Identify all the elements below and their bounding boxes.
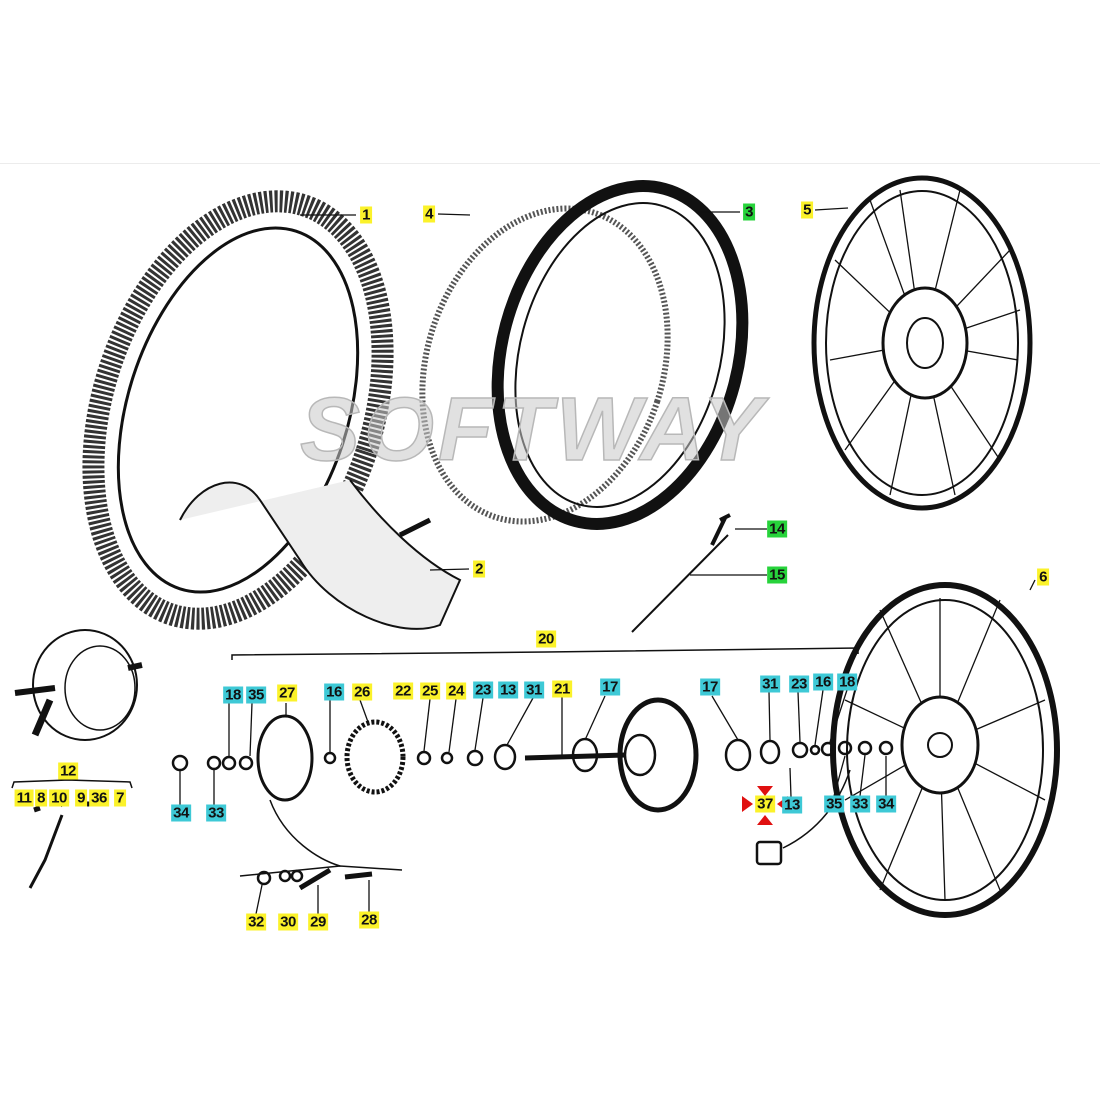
bracket-20	[231, 647, 859, 660]
part-label: 17	[700, 678, 720, 696]
part-label: 16	[813, 673, 833, 691]
bracket-12	[11, 779, 133, 789]
spoke-drawing	[631, 534, 729, 633]
part-label: 31	[524, 681, 544, 699]
part-label: 25	[420, 682, 440, 700]
leader-lines	[179, 207, 1036, 915]
part-label: 17	[600, 678, 620, 696]
part-label: 5	[801, 201, 813, 219]
marker-triangle-bottom	[757, 815, 773, 825]
part-label: 32	[246, 913, 266, 931]
part-label: 4	[423, 205, 435, 223]
valve-drawing	[710, 513, 731, 546]
part-label: 30	[278, 913, 298, 931]
part-label: 9	[75, 789, 87, 807]
rim-tape-drawing	[419, 205, 671, 525]
part-label: 18	[837, 673, 857, 691]
part-label: 20	[536, 630, 556, 648]
rim-drawing	[491, 180, 749, 530]
part-label: 3	[743, 203, 755, 221]
rear-wheel-drawing	[830, 582, 1060, 918]
small-parts-drawing	[171, 697, 894, 866]
part-label: 23	[789, 675, 809, 693]
part-label: 33	[206, 804, 226, 822]
part-label: 31	[760, 675, 780, 693]
part-label: 16	[324, 683, 344, 701]
part-label: 26	[352, 683, 372, 701]
part-label: 36	[89, 789, 109, 807]
part-label: 37	[755, 795, 775, 813]
hub-assembly-drawing	[14, 629, 143, 741]
marker-triangle-left	[742, 796, 753, 812]
part-label: 11	[14, 789, 34, 807]
part-label: 29	[308, 913, 328, 931]
front-wheel-drawing	[811, 175, 1033, 511]
part-label: 18	[223, 686, 243, 704]
part-label: 23	[473, 681, 493, 699]
marker-triangle-top	[757, 786, 773, 796]
part-label: 34	[876, 795, 896, 813]
watermark: SOFTWAY	[299, 379, 767, 481]
part-label: 34	[171, 804, 191, 822]
part-label: 35	[246, 686, 266, 704]
part-label: 24	[446, 682, 466, 700]
part-label: 6	[1037, 568, 1049, 586]
part-label: 27	[277, 684, 297, 702]
tire-drawing	[82, 190, 462, 630]
part-label: 1	[360, 206, 372, 224]
part-label: 15	[767, 566, 787, 584]
part-label: 10	[49, 789, 69, 807]
part-label: 7	[114, 789, 126, 807]
part-label: 35	[824, 795, 844, 813]
part-label: 12	[58, 762, 78, 780]
part-label: 2	[473, 560, 485, 578]
part-label: 21	[552, 680, 572, 698]
watermark-text: SOFTWAY	[299, 379, 767, 481]
part-label: 8	[35, 789, 47, 807]
part-label: 13	[782, 796, 802, 814]
divider	[0, 163, 1100, 164]
part-label: 14	[767, 520, 787, 538]
part-label: 22	[393, 682, 413, 700]
part-label: 13	[498, 681, 518, 699]
cable-drawing	[28, 814, 64, 889]
part-label: 28	[359, 911, 379, 929]
part-label: 33	[850, 795, 870, 813]
